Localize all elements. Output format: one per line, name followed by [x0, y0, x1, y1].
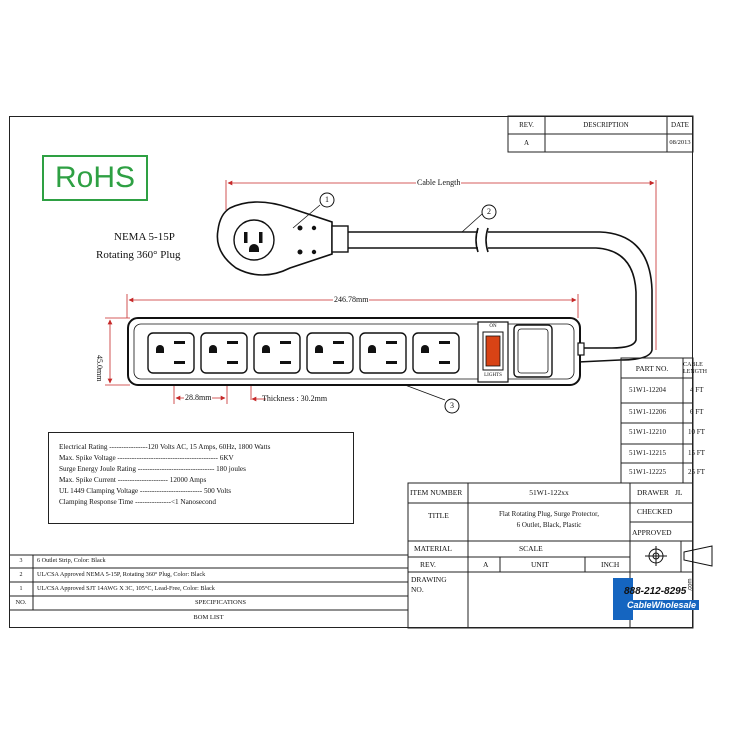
callout-leaders — [292, 204, 483, 401]
height-label: 45.0mm — [95, 355, 104, 382]
bom-item-spec: 6 Outlet Strip, Color: Black — [37, 557, 106, 564]
rev-header: REV. — [519, 121, 534, 129]
bom-list-title: BOM LIST — [193, 614, 224, 621]
part-no-header: PART NO. — [635, 364, 669, 373]
title-line-2: 6 Outlet, Black, Plastic — [516, 521, 582, 529]
date-header: DATE — [671, 121, 689, 129]
length-cell: 6 FT — [690, 408, 704, 416]
circuit-breaker — [513, 324, 553, 378]
spacing-label: 28.8mm — [184, 393, 213, 402]
drawing-no-label-2: NO. — [411, 585, 424, 594]
unit-value: INCH — [601, 560, 620, 569]
plug-head — [216, 201, 349, 276]
switch-lights-label: LIGHTS — [484, 373, 502, 378]
rohs-badge: RoHS — [42, 155, 148, 201]
cable-length-label: Cable Length — [416, 178, 462, 187]
bom-item-no: 2 — [19, 572, 23, 578]
title-block-grid — [407, 482, 694, 629]
strip-length-label: 246.78mm — [333, 295, 370, 304]
bom-no-header: NO. — [15, 599, 27, 606]
title-label: TITLE — [428, 511, 449, 520]
part-no-cell: 51W1-12210 — [629, 428, 666, 436]
outlet-slots — [156, 341, 450, 364]
spec-line: Max. Spike Voltage ---------------------… — [59, 454, 234, 462]
projection-symbol — [645, 545, 713, 567]
bom-table-grid — [9, 554, 408, 611]
thickness-label: Thickness : 30.2mm — [262, 394, 328, 403]
electrical-specs-box: Electrical Rating ----------------120 Vo… — [48, 432, 354, 524]
checked-label: CHECKED — [637, 507, 673, 516]
switch-on-label: ON — [489, 324, 497, 329]
part-no-cell: 51W1-12225 — [629, 468, 666, 476]
bom-item-no: 3 — [19, 558, 23, 564]
plug-type-label: NEMA 5-15P — [114, 231, 175, 243]
callout-2: 2 — [487, 207, 491, 216]
length-cell: 15 FT — [688, 449, 705, 457]
bom-item-no: 1 — [19, 586, 23, 592]
date-value: 08/2013 — [669, 139, 691, 146]
unit-label: UNIT — [531, 560, 549, 569]
spec-line: Surge Energy Joule Rating --------------… — [59, 465, 246, 473]
length-cell: 25 FT — [688, 468, 705, 476]
part-no-cell: 51W1-12215 — [629, 449, 666, 457]
spec-line: Electrical Rating ----------------120 Vo… — [59, 443, 271, 451]
drawer-label: DRAWER — [637, 488, 669, 497]
rev-label: REV. — [420, 560, 436, 569]
drawer-value: JL — [675, 488, 683, 497]
scale-label: SCALE — [519, 544, 543, 553]
rev-letter: A — [483, 560, 489, 569]
bom-item-spec: UL/CSA Approved SJT 14AWG X 3C, 105°C, L… — [37, 585, 215, 592]
spec-line: Max. Spike Current ---------------------… — [59, 476, 207, 484]
logo-phone: 888-212-8295 — [624, 586, 687, 597]
cable — [348, 227, 653, 363]
callout-circles — [319, 192, 497, 414]
part-no-cell: 51W1-12206 — [629, 408, 666, 416]
drawing-no-label: DRAWING — [411, 575, 447, 584]
part-no-cell: 51W1-12204 — [629, 386, 666, 394]
cable-length-header: CABLE LENGTH — [683, 362, 707, 375]
approved-label: APPROVED — [632, 528, 672, 537]
spec-line: Clamping Response Time ---------------<1… — [59, 498, 216, 506]
bom-spec-header: SPECIFICATIONS — [195, 599, 246, 606]
length-cell: 10 FT — [688, 428, 705, 436]
material-label: MATERIAL — [414, 544, 452, 553]
title-line-1: Flat Rotating Plug, Surge Protector, — [499, 510, 599, 518]
description-header: DESCRIPTION — [583, 121, 629, 129]
item-number-value: 51W1-122xx — [529, 488, 569, 497]
revision-table — [507, 115, 694, 153]
logo-name: CableWholesale — [624, 600, 700, 610]
length-cell: 4 FT — [690, 386, 704, 394]
plug-rotation-label: Rotating 360° Plug — [96, 249, 181, 261]
height-dimension — [105, 317, 130, 386]
callout-3: 3 — [450, 401, 454, 410]
cablewholesale-logo-mark — [613, 578, 633, 620]
bom-item-spec: UL/CSA Approved NEMA 5-15P, Rotating 360… — [37, 571, 206, 578]
power-switch — [477, 321, 509, 383]
part-number-table — [620, 357, 694, 484]
item-number-label: ITEM NUMBER — [410, 488, 463, 497]
callout-1: 1 — [325, 195, 329, 204]
spec-line: UL 1449 Clamping Voltage ---------------… — [59, 487, 232, 495]
rev-value: A — [523, 139, 530, 147]
logo-suffix: .com — [687, 578, 694, 592]
